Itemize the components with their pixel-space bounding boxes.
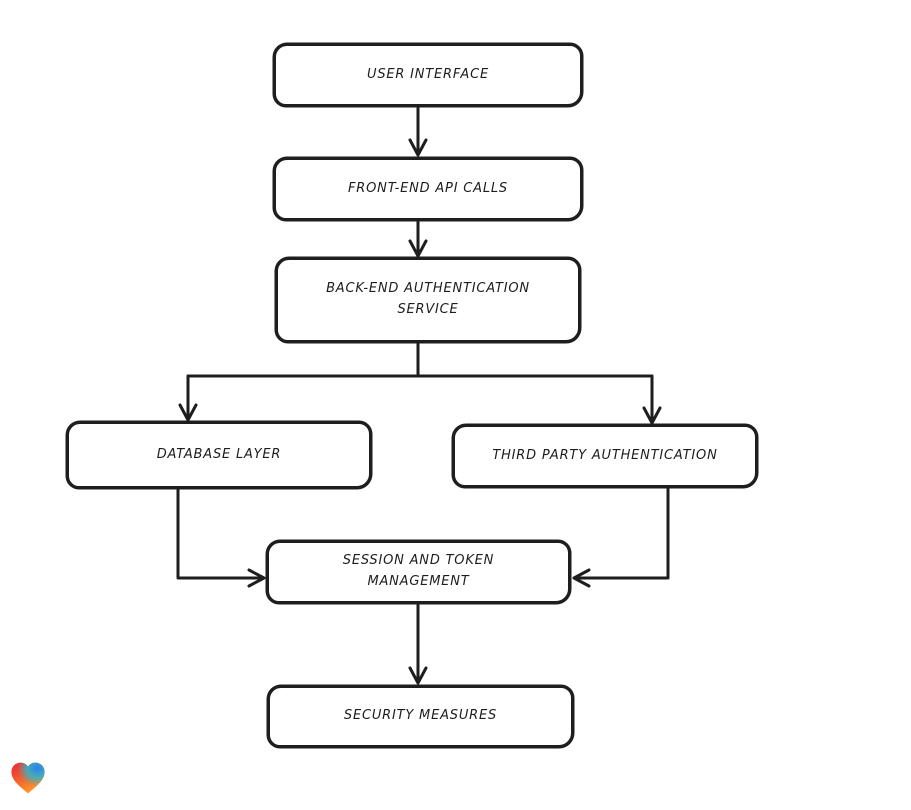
node-front-end-api-calls: FRONT-END API CALLS (273, 157, 583, 221)
arrowhead-left-icon (572, 568, 591, 588)
arrowhead-right-icon (247, 568, 266, 588)
connector-backend-branch (186, 342, 654, 378)
node-user-interface: USER INTERFACE (273, 43, 583, 107)
connector-database-to-session (176, 488, 262, 580)
node-label: THIRD PARTY AUTHENTICATION (492, 447, 718, 463)
node-label: DATABASE LAYER (156, 446, 282, 462)
node-database-layer: DATABASE LAYER (66, 421, 372, 489)
arrowhead-down-icon (408, 239, 428, 258)
arrowhead-down-icon (408, 666, 428, 685)
gradient-heart-logo (8, 758, 48, 798)
node-label: USER INTERFACE (367, 66, 489, 82)
node-label: FRONT-END API CALLS (348, 180, 508, 196)
node-label: SESSION AND TOKEN (342, 553, 495, 569)
connector-thirdparty-to-session (576, 487, 670, 580)
node-label: BACK-END AUTHENTICATION (326, 281, 530, 297)
arrowhead-down-icon (408, 138, 428, 157)
node-label: SERVICE (397, 302, 459, 317)
node-label: MANAGEMENT (367, 574, 470, 589)
node-session-and-token-management: SESSION AND TOKEN MANAGEMENT (266, 540, 571, 604)
node-third-party-authentication: THIRD PARTY AUTHENTICATION (452, 424, 758, 488)
node-security-measures: SECURITY MEASURES (267, 685, 574, 748)
heart-icon (11, 762, 45, 794)
node-back-end-authentication-service: BACK-END AUTHENTICATION SERVICE (275, 257, 581, 343)
node-label: SECURITY MEASURES (343, 708, 498, 724)
arrowhead-down-icon (642, 406, 662, 425)
arrowhead-down-icon (178, 403, 198, 422)
